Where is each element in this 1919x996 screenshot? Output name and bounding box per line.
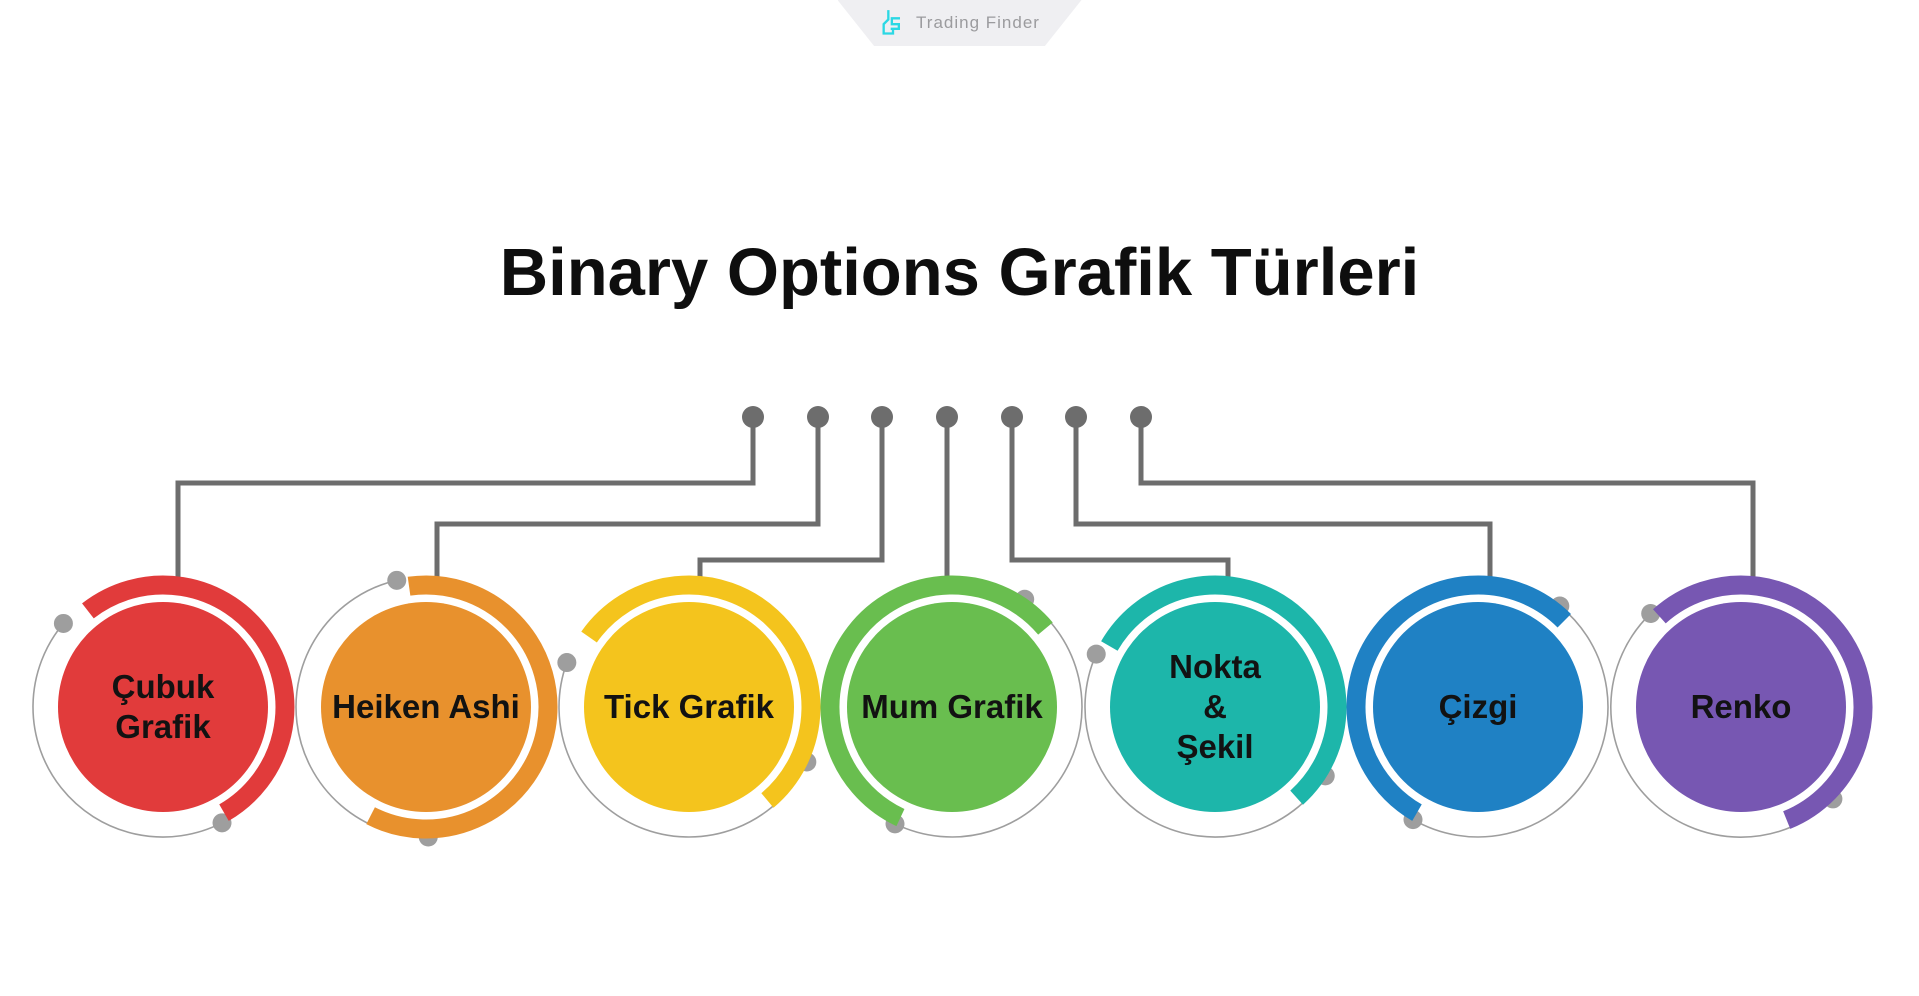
orbit-dot [1086,644,1106,664]
connector-dot [1130,406,1152,428]
orbit-arc [894,598,1083,838]
orbit-arc [1610,612,1834,838]
connector-dot [807,406,829,428]
node-circle [584,602,794,812]
orbit-arc [1412,605,1609,838]
node-heiken-ashi [295,406,829,847]
node-ring-arc [1101,575,1347,805]
node-label-cizgi: Çizgi [1438,687,1518,725]
connector-line [434,417,821,584]
brand-name: Trading Finder [916,13,1040,32]
node-ring-arc [82,575,295,821]
node-ring-arc [1346,575,1571,821]
orbit-dot [53,613,73,633]
node-label-tick-grafik: Tick Grafik [604,687,774,725]
connector-line [1009,417,1231,584]
node-tick-grafik [557,406,893,838]
node-ring-arc [366,575,558,839]
orbit-arc [1084,653,1326,838]
node-label-mum-grafik: Mum Grafik [861,687,1043,725]
trading-finder-badge: Trading Finder [837,0,1082,46]
node-ring-arc [1653,575,1873,829]
connector-dot [1065,406,1087,428]
connector-line [1138,417,1756,584]
node-circle [321,602,531,812]
connector-line [697,417,885,584]
connector-line [1073,417,1493,584]
node-label-cubuk-grafik: Çubuk Grafik [111,667,215,745]
node-circle [1110,602,1320,812]
node-renko [1130,406,1873,838]
node-label-heiken-ashi: Heiken Ashi [332,687,520,725]
connector-line [175,417,756,584]
orbit-arc [32,622,223,838]
node-label-nokta-sekil: Nokta & Şekil [1169,647,1261,766]
orbit-arc [558,662,808,838]
node-nokta-sekil [1001,406,1347,838]
page-title: Binary Options Grafik Türleri [499,235,1420,310]
connector-dot [742,406,764,428]
node-ring-arc [820,575,1053,827]
node-ring-arc [581,575,821,808]
orbit-dot [387,570,407,590]
node-label-renko: Renko [1690,687,1792,725]
orbit-dot [557,653,577,673]
node-mum-grafik [820,406,1083,838]
connector-dot [936,406,958,428]
node-circle [1373,602,1583,812]
node-circle [1636,602,1846,812]
node-cizgi [1065,406,1609,838]
node-circle [58,602,268,812]
node-cubuk-grafik [32,406,764,838]
orbit-dot [212,813,232,833]
node-circle [847,602,1057,812]
trading-finder-logo-icon [882,10,901,35]
connector-dot [1001,406,1023,428]
connector-dot [871,406,893,428]
